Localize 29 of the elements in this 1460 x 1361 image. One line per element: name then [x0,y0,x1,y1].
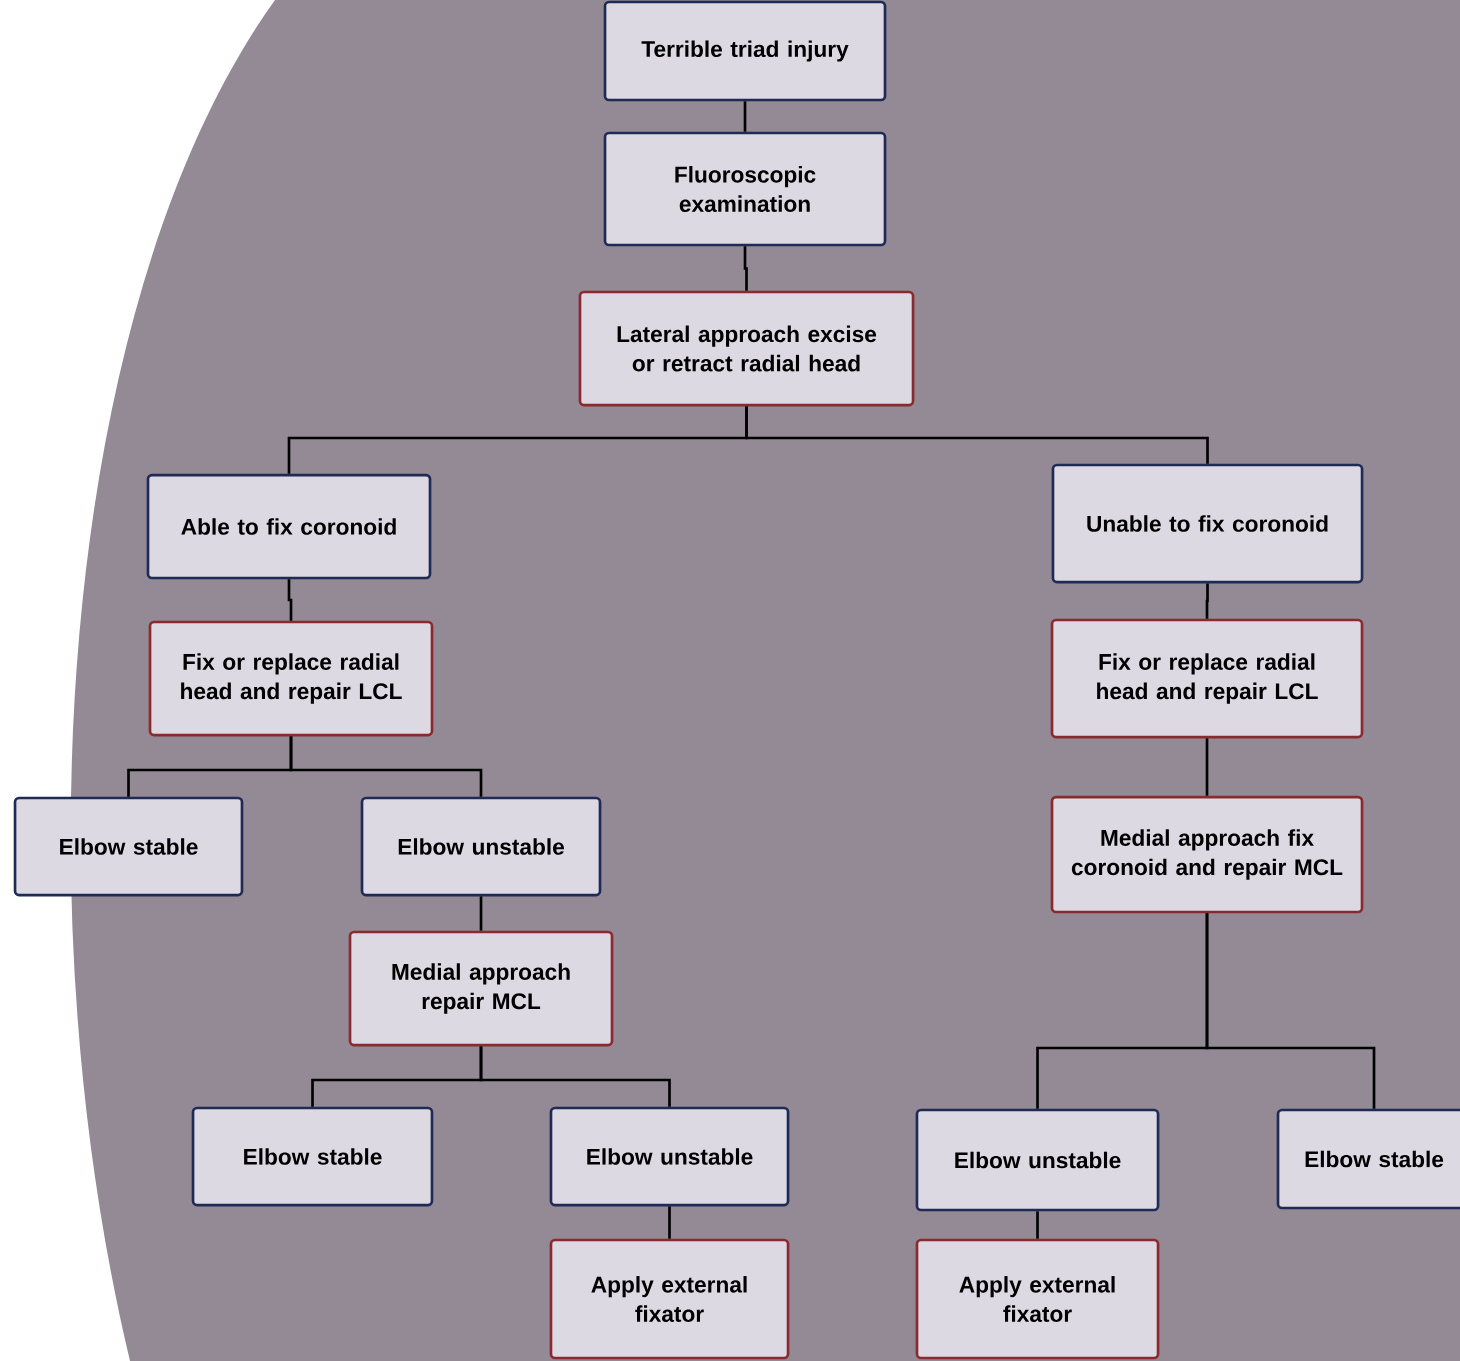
result-box: Terrible triad injury [603,0,887,102]
connector-line [287,579,293,621]
procedure-box: Apply external fixator [915,1238,1160,1360]
result-box: Able to fix coronoid [146,473,432,580]
connector-line [1036,1211,1039,1239]
procedure-box: Medial approach repair MCL [348,930,614,1047]
connector-line [479,1046,671,1107]
connector-line [1205,913,1376,1109]
connector-line [743,101,747,132]
connector-line [479,896,483,931]
procedure-box: Lateral approach excise or retract radial head [578,290,915,407]
result-box: Unable to fix coronoid [1051,463,1364,584]
procedure-box: Fix or replace radial head and repair LCL [148,620,434,737]
connector-line [1205,738,1209,796]
result-box: Elbow stable [1276,1108,1460,1210]
result-box: Elbow stable [191,1106,434,1207]
procedure-box: Fix or replace radial head and repair LCL [1050,618,1364,739]
result-box: Elbow unstable [915,1108,1160,1212]
result-box: Elbow unstable [549,1106,790,1207]
connector-line [289,736,483,797]
connector-line [743,246,748,291]
result-box: Elbow stable [13,796,244,897]
result-box: Fluoroscopic examination [603,131,887,247]
connector-line [668,1206,671,1239]
connector-line [745,406,1209,464]
result-box: Elbow unstable [360,796,602,897]
procedure-box: Apply external fixator [549,1238,790,1360]
connector-line [1205,583,1209,619]
procedure-box: Medial approach fix coronoid and repair MCL [1050,795,1364,914]
